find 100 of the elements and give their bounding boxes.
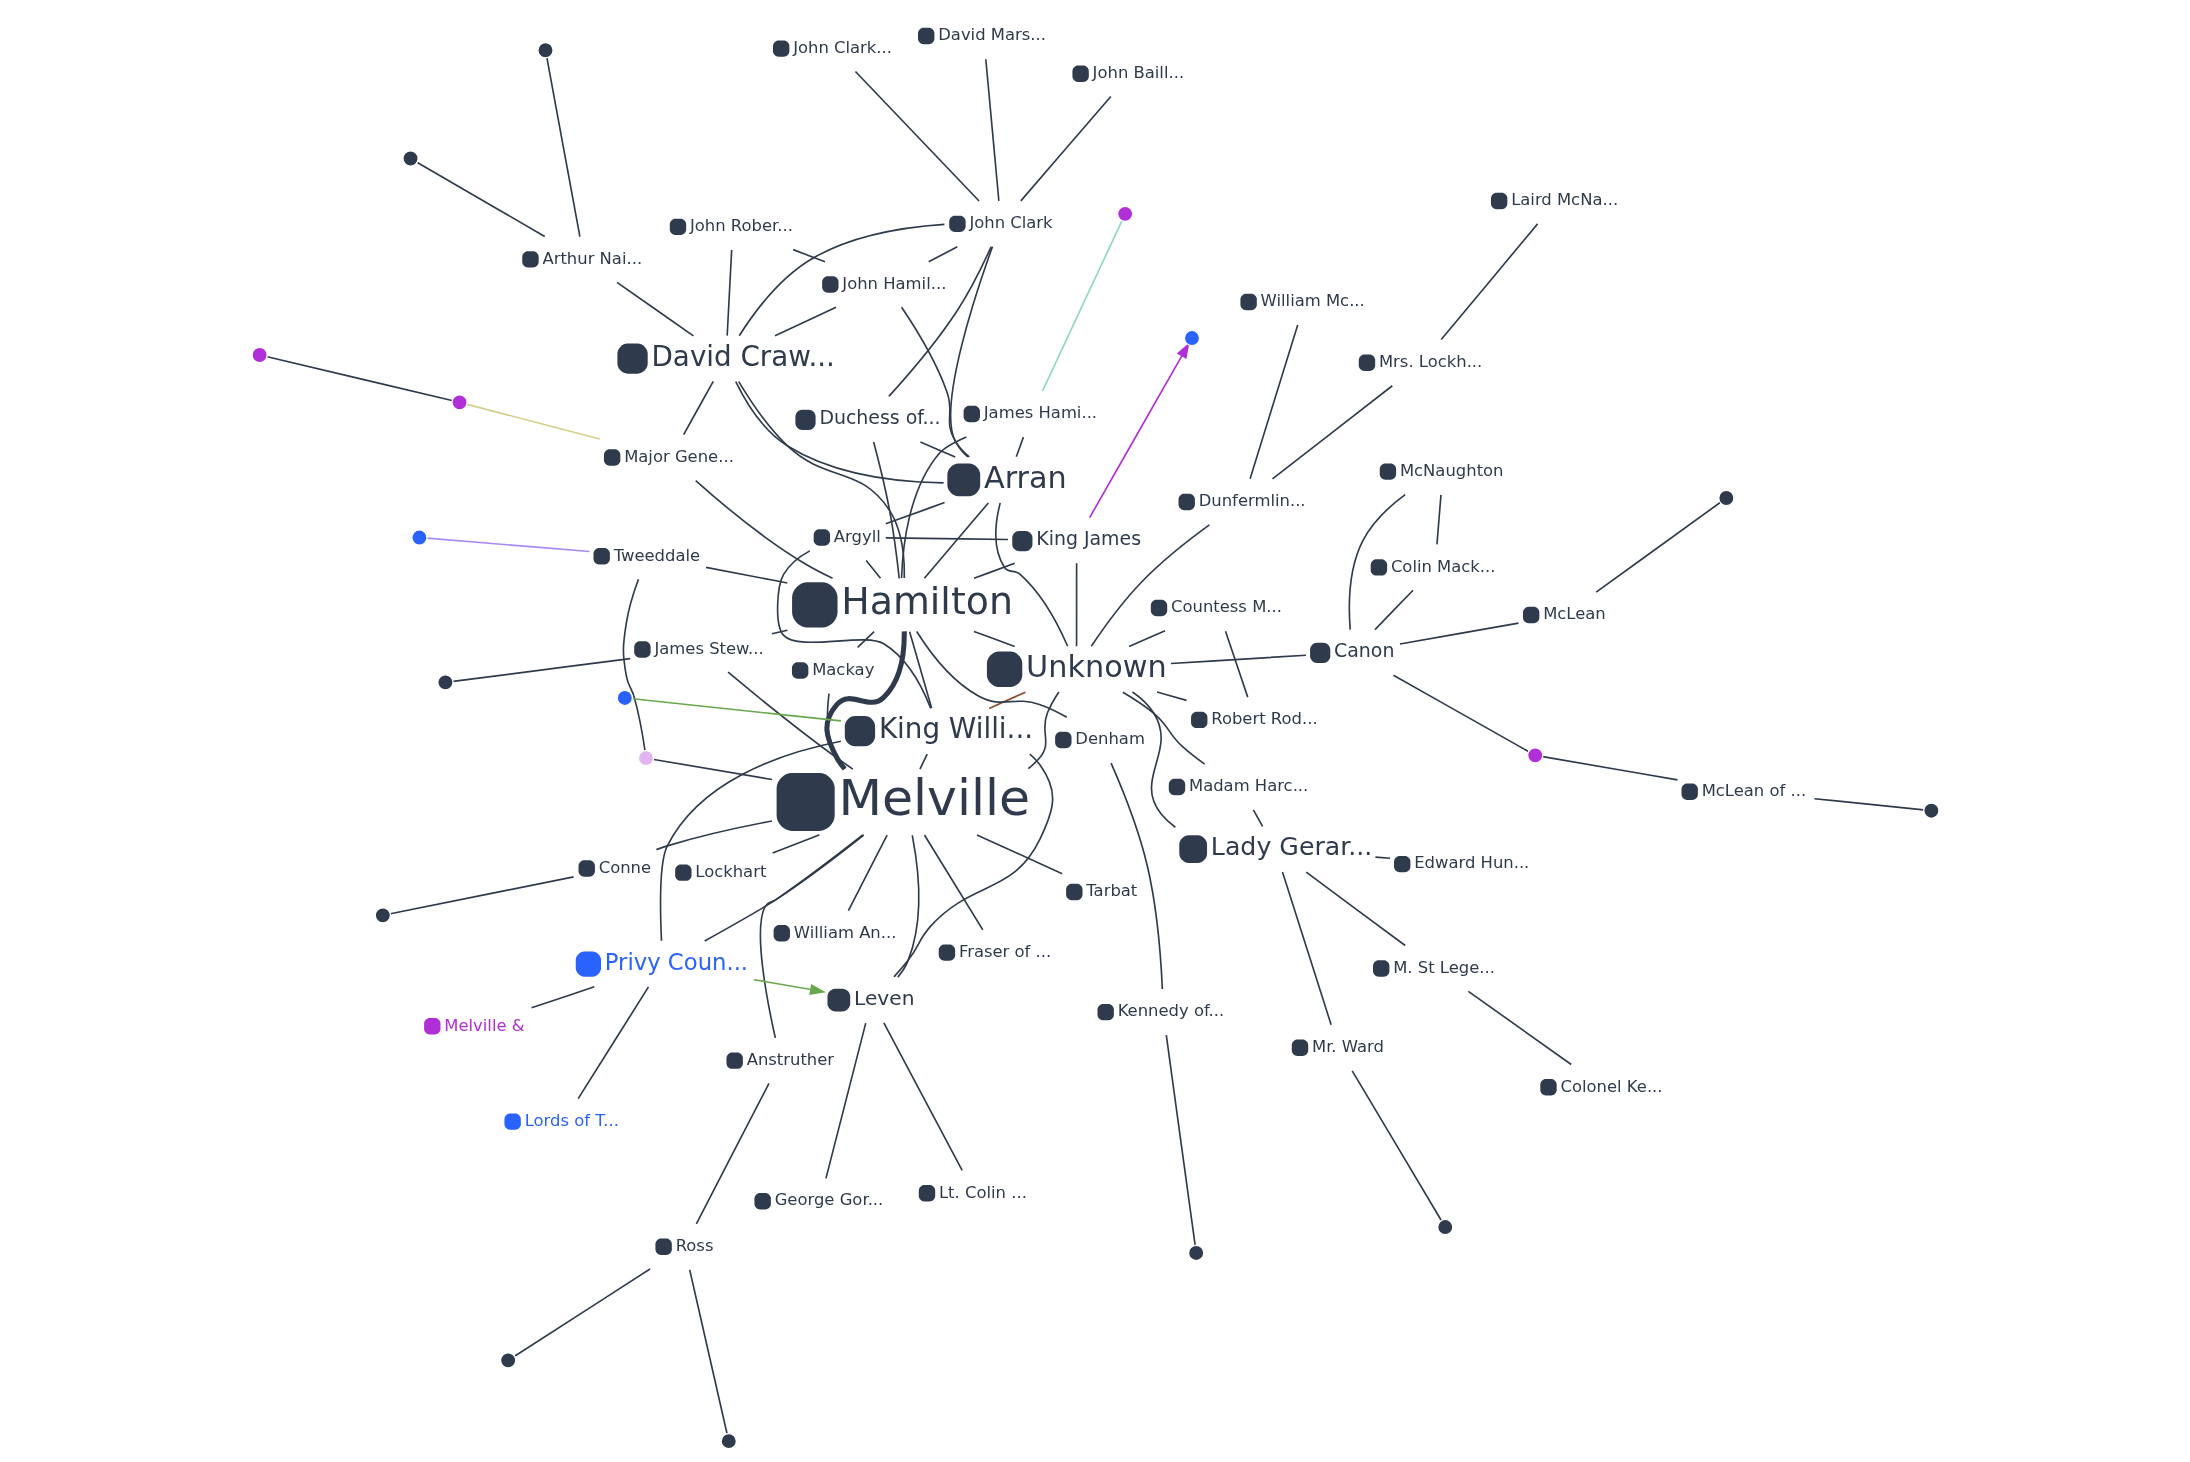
connector xyxy=(923,834,984,931)
node-label: John Baill... xyxy=(1092,63,1184,83)
node-circle xyxy=(536,42,554,59)
arrow xyxy=(752,978,826,995)
node-label: Melville xyxy=(837,767,1030,827)
connector xyxy=(900,436,967,579)
node-circle xyxy=(637,749,654,767)
connector xyxy=(1271,384,1393,480)
connector xyxy=(1398,622,1519,645)
connector xyxy=(655,820,773,851)
node-circle xyxy=(720,1432,737,1450)
node-label: Robert Rod... xyxy=(1210,709,1318,729)
node-circle xyxy=(401,150,419,167)
connector xyxy=(1155,691,1187,702)
connector xyxy=(826,692,846,770)
node-label: McLean of ... xyxy=(1701,780,1806,800)
connector xyxy=(1127,630,1166,648)
connector xyxy=(1121,691,1205,765)
connector xyxy=(773,306,837,337)
connector xyxy=(1348,493,1406,631)
connector xyxy=(1304,871,1406,947)
connector xyxy=(1089,524,1210,648)
node-label: Melville & xyxy=(443,1015,525,1035)
connector xyxy=(927,245,958,263)
node-label: Privy Coun... xyxy=(604,948,748,975)
node-label: Anstruther xyxy=(746,1049,834,1069)
connector xyxy=(465,403,601,440)
node-label: King Willi... xyxy=(878,712,1033,746)
connector xyxy=(451,657,631,683)
connector xyxy=(887,246,992,398)
connector xyxy=(615,281,694,337)
node-label: Lt. Colin ... xyxy=(938,1182,1027,1202)
node-label: John Clark... xyxy=(792,37,892,57)
node-label: George Gor... xyxy=(774,1190,883,1210)
connector xyxy=(949,245,993,458)
node-label: William An... xyxy=(793,922,896,942)
connector xyxy=(856,630,875,649)
node-label: M. St Lege... xyxy=(1392,957,1495,977)
connector xyxy=(659,740,842,942)
node-label: Denham xyxy=(1074,729,1145,749)
connector xyxy=(1169,654,1307,665)
node-label: Dunfermlin... xyxy=(1198,491,1306,511)
node-circle xyxy=(1187,1244,1204,1262)
connector xyxy=(918,753,928,770)
connector xyxy=(545,57,581,238)
connector xyxy=(1165,1034,1196,1246)
connector xyxy=(791,248,826,263)
connector xyxy=(1439,223,1538,341)
node-label: Arran xyxy=(983,459,1067,495)
connector xyxy=(1041,220,1123,392)
node-label: John Hamil... xyxy=(841,273,946,293)
node-label: William Mc... xyxy=(1260,291,1365,311)
connector xyxy=(884,501,945,525)
node-label: Conne xyxy=(598,857,651,877)
node-label: Edward Hun... xyxy=(1413,853,1529,873)
connector xyxy=(703,834,865,942)
connector xyxy=(1392,674,1529,753)
node-label: Canon xyxy=(1333,639,1394,662)
connector xyxy=(416,161,546,238)
connector xyxy=(854,70,980,202)
connector xyxy=(1467,990,1572,1066)
node-box xyxy=(776,772,835,831)
connector xyxy=(1027,691,1060,770)
connector xyxy=(994,502,1068,648)
connector xyxy=(882,1022,963,1172)
node-label: Arthur Nai... xyxy=(541,248,642,268)
node-circle xyxy=(616,689,633,707)
connector xyxy=(1248,324,1298,480)
node-label: Ross xyxy=(675,1236,713,1256)
node-label: Lords of T... xyxy=(524,1110,619,1130)
connector xyxy=(1374,856,1391,860)
connector xyxy=(864,559,881,580)
connector xyxy=(1252,808,1263,828)
connector xyxy=(776,550,931,710)
node-label: Colonel Ke... xyxy=(1559,1076,1663,1096)
connector xyxy=(972,562,1016,580)
node-label: Duchess of... xyxy=(818,406,941,429)
connector xyxy=(425,537,590,553)
node-label: David Craw... xyxy=(650,339,835,373)
connector xyxy=(892,753,1053,978)
node-label: Laird McNa... xyxy=(1510,190,1618,210)
connector xyxy=(1109,762,1163,990)
connector xyxy=(1541,755,1678,781)
node-label: James Hami... xyxy=(983,403,1097,423)
connector xyxy=(1373,589,1414,631)
node-label: Tweeddale xyxy=(613,545,700,565)
node-circle xyxy=(1116,205,1133,223)
node-label: John Rober... xyxy=(689,216,793,236)
connector xyxy=(923,502,989,580)
connector xyxy=(900,306,970,458)
node-label: Kennedy of... xyxy=(1117,1001,1224,1021)
connector xyxy=(919,441,956,458)
node-label: Tarbat xyxy=(1085,881,1137,901)
node-circle xyxy=(1526,747,1543,764)
node-label: Mackay xyxy=(811,659,874,679)
connector xyxy=(726,671,854,770)
node-circle xyxy=(250,346,268,364)
connector xyxy=(759,834,864,1039)
node-label: Countess M... xyxy=(1170,597,1282,617)
node-label: Unknown xyxy=(1025,649,1167,685)
